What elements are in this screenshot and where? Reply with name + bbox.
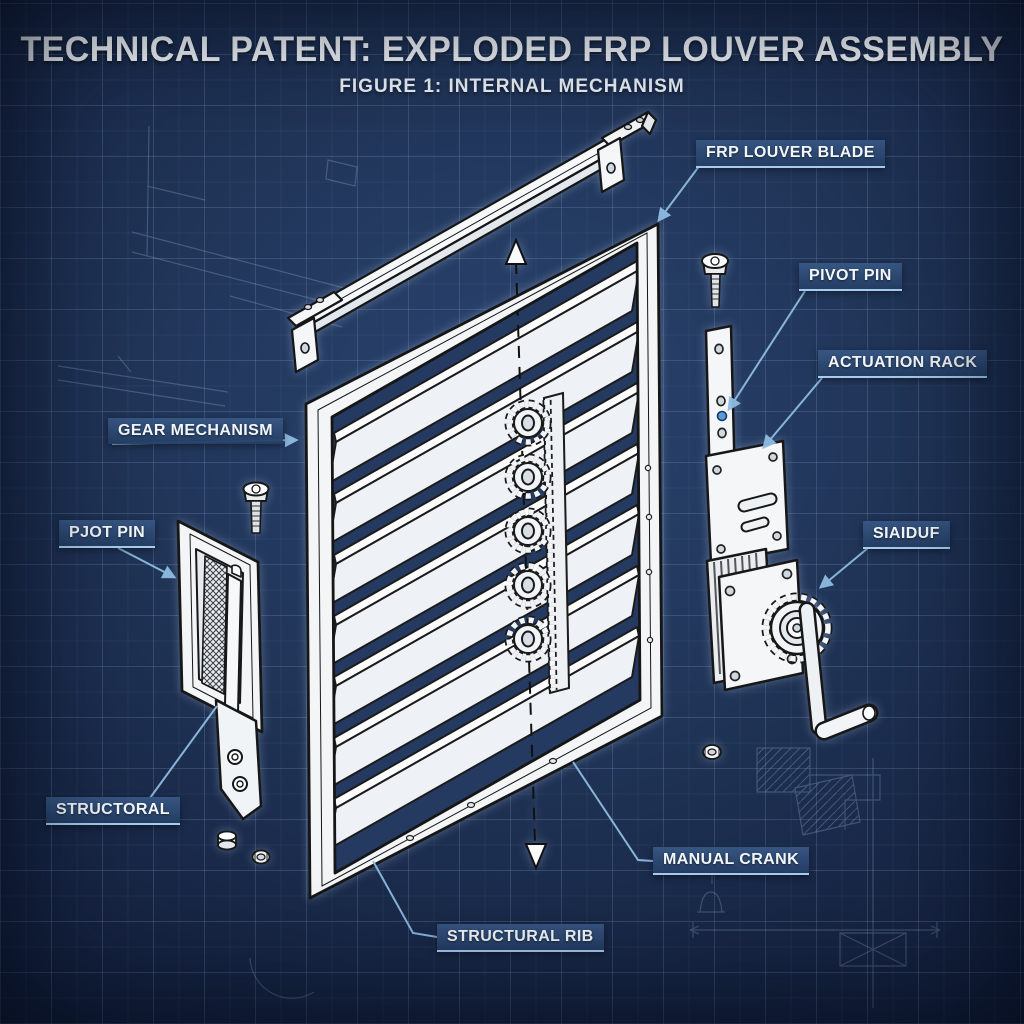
right-actuation-assembly xyxy=(704,324,879,741)
label-pivot-pin: PIVOT PIN xyxy=(799,263,902,291)
center-axis-line xyxy=(504,237,548,871)
fasteners xyxy=(217,253,729,865)
page-title: TECHNICAL PATENT: EXPLODED FRP LOUVER AS… xyxy=(20,30,1004,69)
gear-icon xyxy=(504,399,552,447)
label-gear-mechanism: GEAR MECHANISM xyxy=(108,418,283,444)
louver-frame xyxy=(304,222,664,900)
mesh-panel xyxy=(201,555,228,695)
leader-structural xyxy=(149,705,218,799)
leader-pivot-pin xyxy=(727,290,806,412)
label-pivot-pin-left: PJOT PIN xyxy=(59,520,156,548)
label-frp-louver-blade: FRP LOUVER BLADE xyxy=(696,140,885,168)
left-pivot-frame xyxy=(176,519,264,821)
label-structural: STRUCTORAL xyxy=(46,797,180,825)
title-block: TECHNICAL PATENT: EXPLODED FRP LOUVER AS… xyxy=(0,30,1024,98)
leader-pivot-pin-left xyxy=(117,547,177,579)
manual-crank-part xyxy=(798,601,879,741)
gear-icon xyxy=(504,561,552,609)
gear-icon xyxy=(504,453,552,501)
label-gear-hub: SIAIDUF xyxy=(863,521,950,549)
leader-manual-crank xyxy=(572,761,654,862)
top-mounting-rail xyxy=(286,110,658,374)
hex-nut-icon xyxy=(251,849,271,865)
leader-frp-louver-blade xyxy=(657,164,701,223)
leader-gear-hub xyxy=(818,547,869,589)
frp-louver-blades xyxy=(328,260,640,850)
hex-nut-icon xyxy=(702,744,722,760)
label-manual-crank: MANUAL CRANK xyxy=(653,847,810,875)
hex-bolt-icon xyxy=(701,253,729,308)
gear-rack-strip xyxy=(542,391,571,695)
pivot-pin-part xyxy=(716,410,728,422)
washer-icon xyxy=(217,830,237,851)
leader-structural-rib xyxy=(372,860,438,938)
leader-actuation-rack xyxy=(762,377,823,450)
gear-train xyxy=(504,399,552,663)
label-actuation-rack: ACTUATION RACK xyxy=(818,350,988,378)
page-subtitle: FIGURE 1: INTERNAL MECHANISM xyxy=(339,76,685,97)
hex-bolt-icon xyxy=(242,481,270,534)
leader-lines xyxy=(111,164,869,938)
background-sketch-lines xyxy=(57,125,941,1008)
gear-icon xyxy=(504,615,552,663)
label-structural-rib: STRUCTURAL RIB xyxy=(437,924,604,952)
frame-border xyxy=(304,222,664,900)
gear-icon xyxy=(504,507,552,555)
frame-screws xyxy=(405,464,654,842)
